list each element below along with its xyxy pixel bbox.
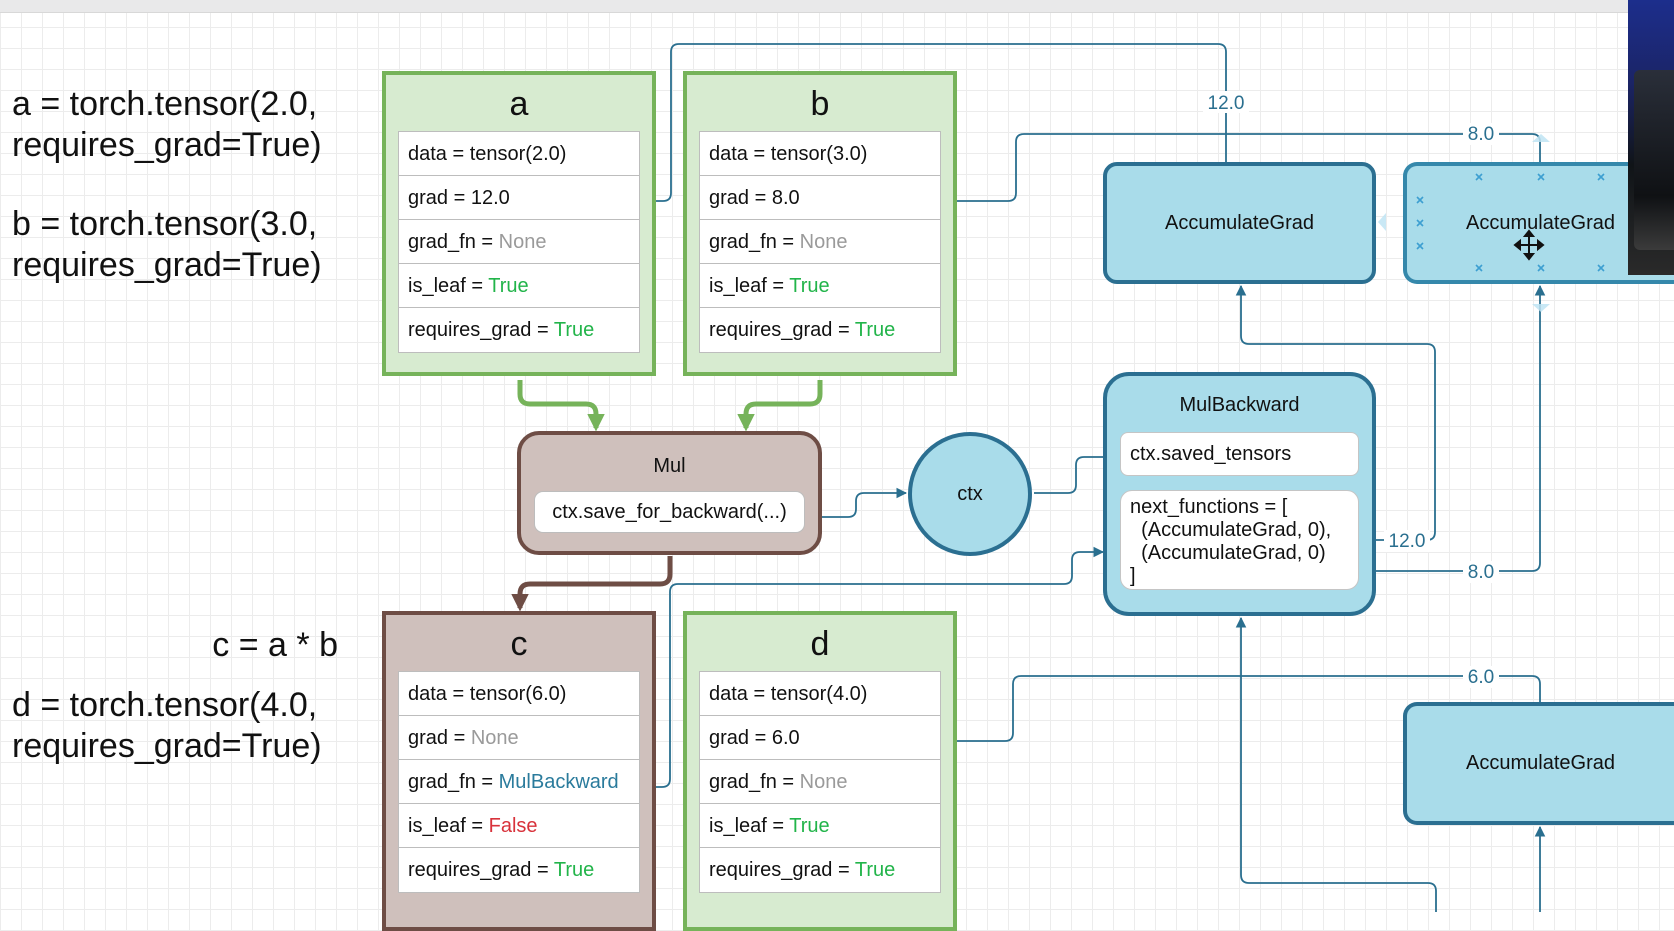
- tensor-d-requires-grad-value: True: [854, 859, 896, 881]
- tensor-a-grad-fn: grad_fn = None: [399, 220, 639, 264]
- tensor-c-fields: data = tensor(6.0) grad = None grad_fn =…: [398, 671, 640, 893]
- tensor-a-requires-grad-value: True: [553, 319, 595, 341]
- tensor-c-grad-fn-value: MulBackward: [498, 771, 619, 793]
- tensor-c-grad-fn: grad_fn = MulBackward: [399, 760, 639, 804]
- connectors-layer: 12.0 8.0 12.0 8.0 6.0: [511, 43, 1546, 912]
- edge-mul-to-c: [511, 556, 673, 612]
- tensor-a-node[interactable]: a data = tensor(2.0) grad = 12.0 grad_fn…: [382, 71, 656, 376]
- edge-label-next-fn-2: 8.0: [1468, 562, 1494, 583]
- edge-ctx-to-saved-tensors: [1034, 451, 1121, 494]
- tensor-c-is-leaf-value: False: [488, 815, 538, 837]
- tensor-a-grad: grad = 12.0: [399, 176, 639, 220]
- edge-nextfn-to-accgrad-a: [1235, 284, 1436, 541]
- tensor-a-title: a: [509, 85, 529, 123]
- tensor-d-is-leaf-value: True: [789, 815, 830, 837]
- edge-nextfn-to-accgrad-b: [1374, 284, 1546, 572]
- tensor-c-requires-grad: requires_grad = True: [408, 859, 595, 881]
- tensor-c-requires-grad-value: True: [553, 859, 595, 881]
- ctx-label: ctx: [957, 483, 983, 505]
- tensor-c-data: data = tensor(6.0): [399, 672, 639, 716]
- tensor-d-title: d: [810, 625, 830, 663]
- edge-below-to-mulbackward: [1235, 616, 1437, 912]
- code-d-definition: d = torch.tensor(4.0, requires_grad=True…: [12, 685, 322, 767]
- accumulate-grad-b-label: AccumulateGrad: [1466, 212, 1615, 234]
- tensor-b-grad-fn: grad_fn = None: [700, 220, 940, 264]
- tensor-c-is-leaf: is_leaf = False: [399, 804, 639, 848]
- tensor-d-node[interactable]: d data = tensor(4.0) grad = 6.0 grad_fn …: [683, 611, 957, 931]
- webcam-inset: [1634, 70, 1674, 250]
- tensor-b-requires-grad: requires_grad = True: [709, 319, 896, 341]
- edge-b-to-mul: [737, 380, 823, 432]
- edge-a-to-mul: [517, 380, 605, 432]
- code-b-line2: requires_grad=True): [12, 246, 322, 284]
- mul-backward-node[interactable]: MulBackward ctx.saved_tensors next_funct…: [1103, 372, 1376, 616]
- tensor-b-fields: data = tensor(3.0) grad = 8.0 grad_fn = …: [699, 131, 941, 353]
- accumulate-grad-d-label: AccumulateGrad: [1466, 752, 1615, 774]
- code-b-line1: b = torch.tensor(3.0,: [12, 205, 318, 243]
- mul-op-save-for-backward: ctx.save_for_backward(...): [534, 491, 805, 533]
- tensor-b-data: data = tensor(3.0): [700, 132, 940, 176]
- accumulate-grad-d-node[interactable]: AccumulateGrad: [1403, 702, 1674, 825]
- accumulate-grad-a-label: AccumulateGrad: [1165, 212, 1314, 234]
- edge-label-to-a: 12.0: [1208, 93, 1245, 114]
- tensor-b-requires-grad-value: True: [854, 319, 896, 341]
- tensor-d-is-leaf: is_leaf = True: [700, 804, 940, 848]
- tensor-b-is-leaf: is_leaf = True: [700, 264, 940, 308]
- accumulate-grad-a-node[interactable]: AccumulateGrad: [1103, 162, 1376, 284]
- tensor-d-fields: data = tensor(4.0) grad = 6.0 grad_fn = …: [699, 671, 941, 893]
- mul-backward-saved-tensors: ctx.saved_tensors: [1120, 432, 1359, 476]
- mul-op-node[interactable]: Mul ctx.save_for_backward(...): [517, 431, 822, 555]
- code-a-definition: a = torch.tensor(2.0, requires_grad=True…: [12, 84, 322, 166]
- code-a-line2: requires_grad=True): [12, 126, 322, 164]
- code-c-definition: c = a * b: [212, 626, 338, 664]
- tensor-a-fields: data = tensor(2.0) grad = 12.0 grad_fn =…: [398, 131, 640, 353]
- tensor-d-grad: grad = 6.0: [700, 716, 940, 760]
- tensor-d-grad-fn-value: None: [799, 771, 848, 793]
- edge-c-gradfn-to-mulbackward: [640, 546, 1105, 788]
- tensor-d-requires-grad: requires_grad = True: [709, 859, 896, 881]
- tensor-a-is-leaf: is_leaf = True: [399, 264, 639, 308]
- mul-backward-next-functions: next_functions = [ (AccumulateGrad, 0), …: [1120, 490, 1359, 590]
- tensor-c-grad-value: None: [470, 727, 519, 749]
- code-d-line2: requires_grad=True): [12, 727, 322, 765]
- code-d-line1: d = torch.tensor(4.0,: [12, 686, 318, 724]
- tensor-b-grad: grad = 8.0: [700, 176, 940, 220]
- edge-label-to-b: 8.0: [1468, 124, 1494, 145]
- code-b-definition: b = torch.tensor(3.0, requires_grad=True…: [12, 204, 322, 286]
- edge-label-next-fn-1: 12.0: [1389, 531, 1426, 552]
- tensor-b-grad-fn-value: None: [799, 231, 848, 253]
- edge-accgrad-to-d-grad: [942, 675, 1541, 747]
- code-a-line1: a = torch.tensor(2.0,: [12, 85, 318, 123]
- edge-mul-to-ctx: [806, 487, 908, 518]
- mul-op-title: Mul: [653, 455, 686, 477]
- tensor-a-data: data = tensor(2.0): [399, 132, 639, 176]
- webcam-overlay: [1628, 0, 1674, 275]
- tensor-a-is-leaf-value: True: [488, 275, 529, 297]
- tensor-d-grad-fn: grad_fn = None: [700, 760, 940, 804]
- tensor-c-node[interactable]: c data = tensor(6.0) grad = None grad_fn…: [382, 611, 656, 931]
- mul-backward-title: MulBackward: [1179, 394, 1300, 416]
- tensor-c-grad: grad = None: [399, 716, 639, 760]
- canvas-top-bar: [0, 0, 1674, 13]
- tensor-a-requires-grad: requires_grad = True: [408, 319, 595, 341]
- ctx-node[interactable]: ctx: [908, 432, 1032, 556]
- tensor-d-data: data = tensor(4.0): [700, 672, 940, 716]
- tensor-c-title: c: [510, 625, 528, 663]
- tensor-b-title: b: [810, 85, 830, 123]
- tensor-b-node[interactable]: b data = tensor(3.0) grad = 8.0 grad_fn …: [683, 71, 957, 376]
- tensor-a-grad-fn-value: None: [498, 231, 547, 253]
- edge-label-to-d: 6.0: [1468, 667, 1494, 688]
- tensor-b-is-leaf-value: True: [789, 275, 830, 297]
- edge-accgrad-to-a-grad: [641, 43, 1227, 207]
